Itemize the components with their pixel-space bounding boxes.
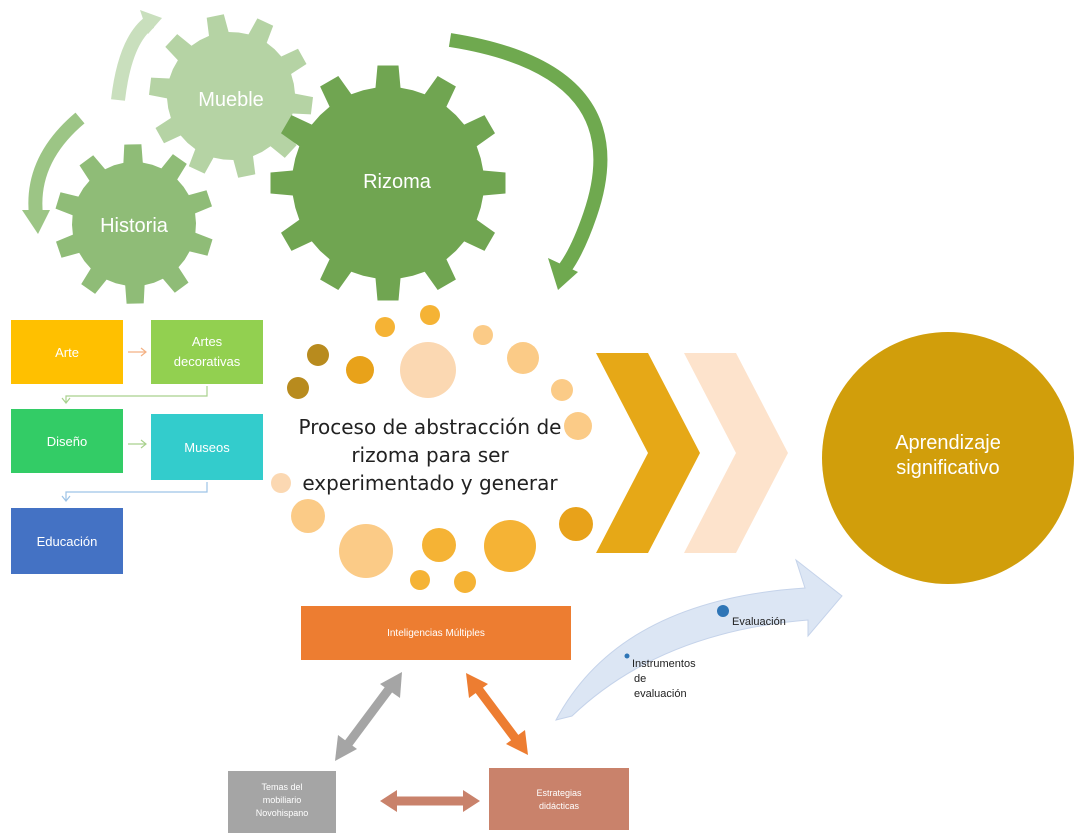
estrategias-label-1: Estrategias bbox=[536, 788, 582, 798]
diseno-to-museos-arrowhead bbox=[140, 439, 147, 449]
cycle-arrow-right bbox=[448, 33, 608, 290]
ring-circle bbox=[410, 570, 430, 590]
instrumentos-label-3: evaluación bbox=[634, 688, 687, 700]
temas-label-2: mobiliario bbox=[263, 795, 302, 805]
mueble-gear bbox=[149, 14, 313, 178]
chevron-dark bbox=[596, 353, 700, 553]
museos-to-educacion-connector bbox=[65, 482, 208, 500]
chevron-light bbox=[684, 353, 788, 553]
aprendizaje-label-2: significativo bbox=[896, 457, 999, 479]
arte-label: Arte bbox=[55, 345, 79, 360]
museos-label: Museos bbox=[184, 440, 230, 455]
instrumentos-label-1: Instrumentos bbox=[632, 658, 696, 670]
aprendizaje-label-1: Aprendizaje bbox=[895, 432, 1001, 454]
process-text-line-2: rizoma para ser bbox=[351, 443, 509, 467]
gear-historia-shape bbox=[55, 144, 213, 304]
cycle-arrow-left bbox=[22, 112, 85, 234]
artes-decorativas-box bbox=[151, 320, 263, 384]
process-text-line-3: experimentado y generar bbox=[302, 471, 558, 495]
rizoma-gear bbox=[270, 65, 506, 301]
gear-rizoma-shape bbox=[270, 65, 506, 301]
process-text-line-1: Proceso de abstracción de bbox=[299, 415, 562, 439]
historia-label: Historia bbox=[100, 215, 169, 237]
estrategias-didacticas-box bbox=[489, 768, 629, 830]
ring-circle bbox=[307, 344, 329, 366]
diseno-box bbox=[11, 409, 123, 473]
inteligencias-multiples-box bbox=[301, 606, 571, 660]
cycle-arrow-top bbox=[111, 10, 162, 101]
estrategias-label-2: didácticas bbox=[539, 801, 580, 811]
abstraction-circle-ring bbox=[271, 305, 593, 593]
aprendizaje-significativo-circle bbox=[822, 332, 1074, 584]
historia-gear bbox=[55, 144, 213, 304]
temas-inteligencias-double-arrow bbox=[335, 672, 402, 761]
ring-circle bbox=[564, 412, 592, 440]
ring-circle bbox=[339, 524, 393, 578]
museos-box bbox=[151, 414, 263, 480]
ring-circle bbox=[271, 473, 291, 493]
ring-circle bbox=[473, 325, 493, 345]
ring-circle bbox=[422, 528, 456, 562]
evaluation-curved-arrow bbox=[555, 558, 843, 721]
ring-circle bbox=[375, 317, 395, 337]
temas-label-1: Temas del bbox=[261, 782, 302, 792]
ring-circle bbox=[484, 520, 536, 572]
diseno-label: Diseño bbox=[47, 434, 87, 449]
temas-estrategias-double-arrow bbox=[380, 790, 480, 812]
temas-mobiliario-box bbox=[228, 771, 336, 833]
ring-circle bbox=[559, 507, 593, 541]
evaluacion-label: Evaluación bbox=[732, 616, 786, 628]
ring-circle bbox=[420, 305, 440, 325]
artes-to-diseno-arrowhead bbox=[61, 397, 71, 404]
inteligencias-multiples-label: Inteligencias Múltiples bbox=[387, 628, 485, 639]
museos-to-educacion-arrowhead bbox=[61, 495, 71, 502]
evaluacion-bullet bbox=[717, 605, 729, 617]
instrumentos-bullet bbox=[624, 653, 630, 659]
arte-box bbox=[11, 320, 123, 384]
ring-circle bbox=[400, 342, 456, 398]
ring-circle bbox=[454, 571, 476, 593]
mueble-label: Mueble bbox=[198, 89, 264, 111]
educacion-label: Educación bbox=[37, 534, 98, 549]
rizoma-label: Rizoma bbox=[363, 171, 432, 193]
instrumentos-label-2: de bbox=[634, 673, 646, 685]
gear-mueble-shape bbox=[149, 14, 313, 178]
ring-circle bbox=[287, 377, 309, 399]
artes-decorativas-label-1: Artes bbox=[192, 334, 223, 349]
ring-circle bbox=[507, 342, 539, 374]
arte-to-artes-arrowhead bbox=[140, 347, 147, 357]
ring-circle bbox=[346, 356, 374, 384]
ring-circle bbox=[291, 499, 325, 533]
temas-label-3: Novohispano bbox=[256, 808, 309, 818]
artes-to-diseno-connector bbox=[65, 386, 208, 402]
inteligencias-estrategias-double-arrow bbox=[466, 673, 528, 755]
ring-circle bbox=[551, 379, 573, 401]
artes-decorativas-label-2: decorativas bbox=[174, 354, 241, 369]
educacion-box bbox=[11, 508, 123, 574]
